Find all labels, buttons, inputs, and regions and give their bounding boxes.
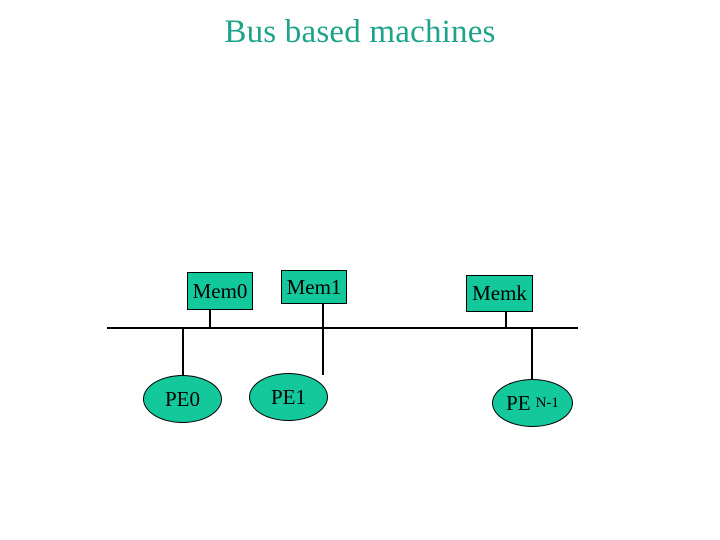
processing-element-pe-n-1[interactable]: PE N-1	[492, 379, 573, 427]
pe-label-pe1: PE1	[270, 384, 306, 409]
connector-memk-to-bus	[505, 312, 507, 328]
connector-bus-to-pe-n-1	[531, 328, 533, 381]
memory-label-mem1: Mem1	[286, 274, 342, 299]
memory-label-memk: Memk	[472, 281, 527, 305]
page-title: Bus based machines	[224, 14, 496, 50]
pe-label-pe0: PE0	[164, 386, 200, 411]
pe-subscript-pe-n-1: N-1	[535, 394, 559, 411]
connector-bus-to-pe0	[182, 328, 184, 377]
pe-label-pe-n-1: PE	[506, 390, 531, 415]
connector-mem0-to-bus	[209, 310, 211, 328]
processing-element-pe1[interactable]: PE1	[249, 373, 328, 421]
memory-node-mem0[interactable]: Mem0	[187, 272, 253, 310]
connector-bus-to-pe1	[322, 328, 324, 375]
memory-label-mem0: Mem0	[192, 278, 248, 303]
memory-node-mem1[interactable]: Mem1	[281, 270, 347, 304]
shared-bus-line	[107, 327, 578, 329]
connector-mem1-to-bus	[322, 303, 324, 328]
memory-node-memk[interactable]: Memk	[466, 275, 533, 312]
processing-element-pe0[interactable]: PE0	[143, 375, 222, 423]
